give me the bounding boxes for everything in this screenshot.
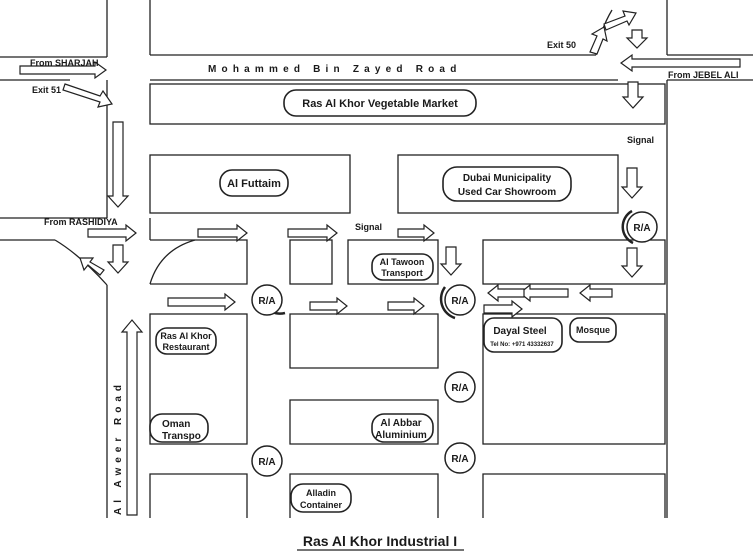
roundabouts: R/A R/A R/A R/A R/A R/A <box>251 211 658 477</box>
al-abbar-line2: Aluminium <box>375 430 427 441</box>
roundabout-label: R/A <box>633 223 650 234</box>
arrow-down-right-3 <box>620 247 644 278</box>
from-rashidiya-label: From RASHIDIYA <box>44 217 118 227</box>
roundabout-label: R/A <box>258 457 275 468</box>
block-sw-bottom <box>149 473 248 518</box>
roundabout-label: R/A <box>451 296 468 307</box>
restaurant-line1: Ras Al Khor <box>160 331 212 341</box>
block-sw-top <box>150 239 248 285</box>
arrow-left-2 <box>579 283 613 303</box>
map-title: Ras Al Khor Industrial I <box>303 533 457 549</box>
from-sharjah-label: From SHARJAH <box>30 58 99 68</box>
arrow-down-short <box>106 244 130 274</box>
oman-transpo-pill <box>149 413 209 443</box>
arrow-down-right-2 <box>620 167 644 199</box>
al-futtaim-label: Al Futtaim <box>227 178 281 190</box>
roundabout-6: R/A <box>444 442 476 474</box>
arrow-right-4 <box>167 292 236 312</box>
arrow-exit-50-right <box>603 10 637 31</box>
exit-50-label: Exit 50 <box>547 40 576 50</box>
roundabout-label: R/A <box>258 296 275 307</box>
arrow-right-6 <box>387 296 425 316</box>
roundabout-1: R/A <box>251 284 283 316</box>
arrow-up-aweer <box>120 319 144 516</box>
oman-line2: Transpo <box>162 431 201 442</box>
dayal-steel-name: Dayal Steel <box>493 326 547 337</box>
vegetable-market-label: Ras Al Khor Vegetable Market <box>302 98 458 110</box>
alladin-pill <box>290 483 352 513</box>
dayal-steel-pill <box>483 317 563 353</box>
alladin-line1: Alladin <box>306 488 336 498</box>
roundabout-3: R/A <box>626 211 658 243</box>
road-labels: Mohammed Bin Zayed Road Al Aweer Road Fr… <box>30 40 739 515</box>
arrow-exit-51 <box>62 83 114 108</box>
al-futtaim-pill <box>219 169 289 197</box>
curve-junction <box>149 239 196 285</box>
arrow-right-3 <box>397 223 435 243</box>
arrow-rashidiya-up <box>79 257 105 276</box>
arrow-down-aweer <box>106 121 130 208</box>
title-group: Ras Al Khor Industrial I <box>297 533 464 551</box>
dayal-steel-tel: Tel No: +971 43332637 <box>490 342 554 348</box>
alladin-line2: Container <box>300 500 343 510</box>
roundabout-label: R/A <box>451 454 468 465</box>
block-small-mid <box>289 239 333 285</box>
exit-51-label: Exit 51 <box>32 85 61 95</box>
arrow-rashidiya <box>87 223 137 243</box>
oman-line1: Oman <box>162 419 190 430</box>
vegetable-market-pill <box>283 89 477 117</box>
al-aweer-road-label: Al Aweer Road <box>113 380 124 515</box>
arrow-right-7 <box>483 299 523 319</box>
direction-arrows <box>19 10 741 516</box>
signal-label-2: Signal <box>627 135 654 145</box>
arrow-down-mid <box>439 246 463 276</box>
block-se-bottom <box>482 473 666 518</box>
mosque-label: Mosque <box>576 325 610 335</box>
roundabout-4: R/A <box>444 371 476 403</box>
roundabout-5: R/A <box>251 445 283 477</box>
dubai-municipality-line2: Used Car Showroom <box>458 187 556 198</box>
arrow-from-sharjah <box>19 60 108 80</box>
arrow-exit-50-down <box>625 29 649 49</box>
block-east-top <box>482 239 666 285</box>
dubai-municipality-line1: Dubai Municipality <box>463 173 552 184</box>
al-tawoon-line2: Transport <box>381 268 423 278</box>
arrow-from-jebel-ali <box>619 53 741 73</box>
mohammed-bin-zayed-road-label: Mohammed Bin Zayed Road <box>208 64 462 75</box>
arrow-right-1 <box>197 223 248 243</box>
arrow-left-3 <box>487 283 525 303</box>
from-jebel-ali-label: From JEBEL ALI <box>668 70 739 80</box>
block-center-top <box>289 313 439 369</box>
restaurant-line2: Restaurant <box>162 342 209 352</box>
al-tawoon-pill <box>371 253 434 281</box>
roundabout-2: R/A <box>444 284 476 316</box>
signal-label-1: Signal <box>355 222 382 232</box>
arrow-down-right-1 <box>621 81 645 109</box>
al-abbar-pill <box>371 413 434 443</box>
landmarks: Ras Al Khor Vegetable Market Al Futtaim … <box>149 89 617 513</box>
restaurant-pill <box>155 327 217 355</box>
roundabout-label: R/A <box>451 383 468 394</box>
dubai-municipality-pill <box>442 166 572 202</box>
mosque-pill <box>569 317 617 343</box>
arrow-right-2 <box>287 223 338 243</box>
al-tawoon-line1: Al Tawoon <box>380 257 425 267</box>
arrow-exit-50-up <box>589 26 608 55</box>
arrow-right-5 <box>309 296 348 316</box>
al-abbar-line1: Al Abbar <box>380 418 421 429</box>
arrow-left-1 <box>519 283 569 303</box>
